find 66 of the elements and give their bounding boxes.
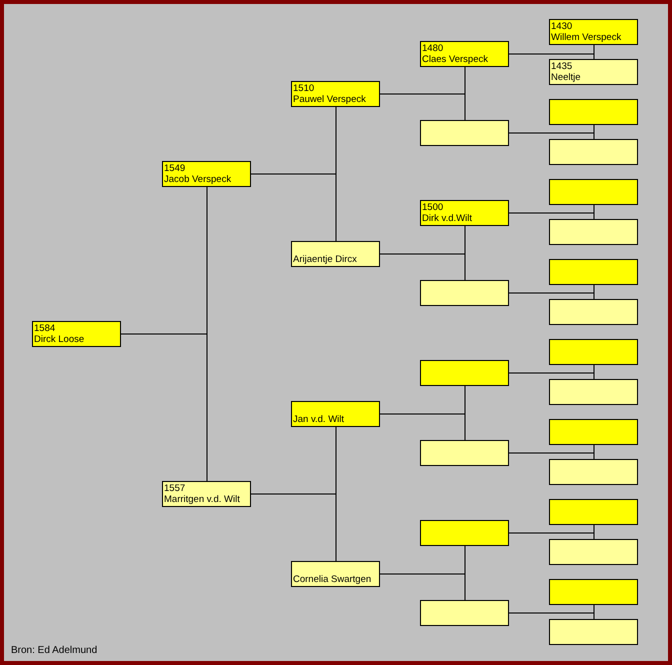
- person-box: [549, 19, 638, 45]
- empty-person-box: [549, 139, 638, 165]
- empty-person-box: [549, 339, 638, 365]
- connector-line: [120, 334, 208, 482]
- person-name: Marritgen v.d. Wilt: [164, 494, 241, 505]
- person-name: Dirk v.d.Wilt: [422, 213, 473, 224]
- connector-line: [250, 494, 336, 562]
- empty-person-box: [549, 299, 638, 325]
- connector-line: [250, 174, 336, 242]
- empty-person-box: [549, 219, 638, 245]
- connector-line: [508, 212, 594, 220]
- person-name: Neeltje: [551, 72, 582, 83]
- connector-line: [508, 452, 594, 460]
- birth-year: 1435: [551, 61, 574, 72]
- empty-person-box: [420, 600, 509, 626]
- empty-person-box: [420, 440, 509, 466]
- connector-line: [380, 414, 466, 440]
- birth-year: 1557: [164, 483, 186, 494]
- source-note: Bron: Ed Adelmund: [11, 645, 98, 656]
- connector-line: [508, 372, 594, 380]
- empty-person-box: [420, 520, 509, 546]
- empty-person-box: [549, 259, 638, 285]
- connector-line: [508, 612, 594, 620]
- person-name: Dirck Loose: [34, 334, 86, 345]
- person-name: Jacob Verspeck: [164, 174, 232, 185]
- person-box: [291, 401, 380, 427]
- birth-year: 1510: [293, 83, 316, 94]
- birth-year: 1584: [34, 323, 56, 334]
- person-name: Willem Verspeck: [551, 32, 622, 43]
- empty-person-box: [549, 619, 638, 645]
- person-box: [291, 561, 380, 587]
- empty-person-box: [549, 379, 638, 405]
- connector-line: [380, 94, 466, 120]
- empty-person-box: [549, 539, 638, 565]
- person-box: [291, 241, 380, 267]
- person-name: Jan v.d. Wilt: [293, 414, 346, 425]
- person-name: Pauwel Verspeck: [293, 94, 367, 105]
- connector-line: [508, 54, 594, 60]
- person-box: [549, 59, 638, 85]
- connector-line: [508, 132, 594, 140]
- empty-person-box: [549, 99, 638, 125]
- person-box: [291, 81, 380, 107]
- person-name: Arijaentje Dircx: [293, 254, 358, 265]
- empty-person-box: [420, 360, 509, 386]
- empty-person-box: [549, 179, 638, 205]
- connector-line: [508, 292, 594, 300]
- empty-person-box: [420, 120, 509, 146]
- person-box: [420, 41, 509, 67]
- birth-year: 1500: [422, 202, 444, 213]
- empty-person-box: [549, 579, 638, 605]
- person-box: [420, 200, 509, 226]
- person-box: [162, 161, 251, 187]
- empty-person-box: [549, 459, 638, 485]
- connector-line: [508, 532, 594, 540]
- connector-line: [380, 574, 466, 600]
- empty-person-box: [420, 280, 509, 306]
- person-box: [32, 321, 121, 347]
- connector-line: [380, 254, 466, 280]
- person-name: Cornelia Swartgen: [293, 574, 372, 585]
- birth-year: 1430: [551, 21, 574, 32]
- empty-person-box: [549, 419, 638, 445]
- birth-year: 1480: [422, 43, 444, 54]
- birth-year: 1549: [164, 163, 186, 174]
- empty-person-box: [549, 499, 638, 525]
- person-name: Claes Verspeck: [422, 54, 490, 65]
- person-box: [162, 481, 251, 507]
